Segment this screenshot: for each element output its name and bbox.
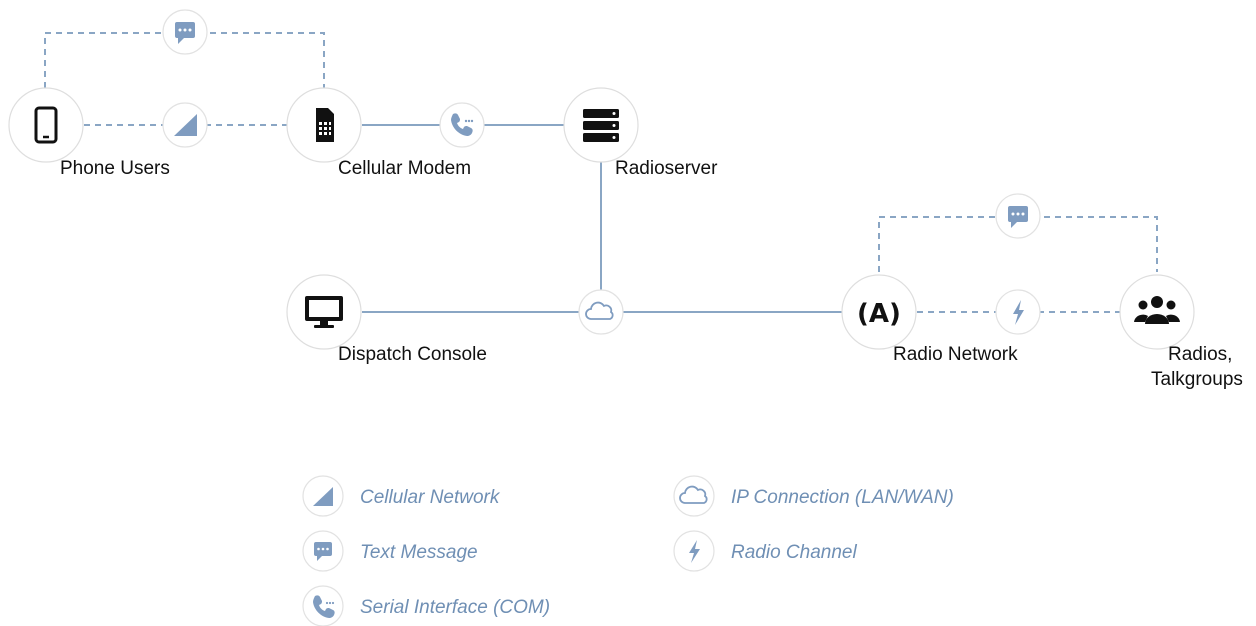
text-message-link-radio-radios: [878, 216, 1158, 272]
label-dispatch-console: Dispatch Console: [338, 344, 487, 365]
monitor-icon: [305, 296, 343, 328]
legend-label-ip: IP Connection (LAN/WAN): [731, 487, 954, 508]
connector-radio-channel: [995, 289, 1041, 335]
legend-label-radio-channel: Radio Channel: [731, 542, 857, 563]
text-message-link-phone-modem: [44, 32, 325, 88]
connector-serial: [439, 102, 485, 148]
label-radios-line2: Talkgroups: [1151, 369, 1243, 390]
legend-item-radio-channel: Radio Channel: [673, 530, 857, 572]
bolt-icon: [1013, 300, 1024, 325]
connector-ip: [578, 289, 624, 335]
phone-serial-icon: [313, 595, 335, 618]
legend-label-text-message: Text Message: [360, 542, 478, 563]
cellular-signal-icon: [313, 487, 333, 506]
legend-item-text-message: Text Message: [302, 530, 478, 572]
legend: Cellular Network Text Message Seria: [302, 475, 954, 626]
connector-cellular: [162, 102, 208, 148]
chat-icon: [1008, 206, 1028, 228]
connections: [44, 32, 1158, 313]
connector-text-message-right: [995, 193, 1041, 239]
server-icon: [583, 109, 619, 142]
svg-text:(A): (A): [857, 299, 901, 329]
legend-item-ip: IP Connection (LAN/WAN): [673, 475, 954, 517]
cloud-icon: [679, 485, 708, 504]
node-cellular-modem: [286, 87, 362, 163]
node-phone-users: [8, 87, 84, 163]
chat-icon: [314, 542, 332, 561]
phone-serial-icon: [451, 113, 474, 136]
label-radio-network: Radio Network: [893, 344, 1018, 365]
label-radios-line1: Radios,: [1168, 344, 1232, 365]
label-cellular-modem: Cellular Modem: [338, 158, 471, 179]
cellular-signal-icon: [174, 114, 197, 136]
node-radioserver: [563, 87, 639, 163]
sim-card-icon: [316, 108, 334, 142]
node-dispatch-console: [286, 274, 362, 350]
label-radioserver: Radioserver: [615, 158, 718, 179]
bolt-icon: [689, 540, 700, 563]
node-radio-network: (A): [841, 274, 917, 350]
legend-item-cellular: Cellular Network: [302, 475, 501, 517]
connector-text-message-top: [162, 9, 208, 55]
cloud-icon: [585, 301, 614, 320]
radio-tower-icon: (A): [857, 299, 901, 329]
smartphone-icon: [34, 106, 58, 144]
node-radios-talkgroups: [1119, 274, 1195, 350]
users-group-icon: [1134, 296, 1180, 324]
legend-item-serial: Serial Interface (COM): [302, 585, 550, 626]
legend-label-serial: Serial Interface (COM): [360, 597, 550, 618]
label-phone-users: Phone Users: [60, 158, 170, 179]
chat-icon: [175, 22, 195, 44]
legend-label-cellular: Cellular Network: [360, 487, 501, 508]
